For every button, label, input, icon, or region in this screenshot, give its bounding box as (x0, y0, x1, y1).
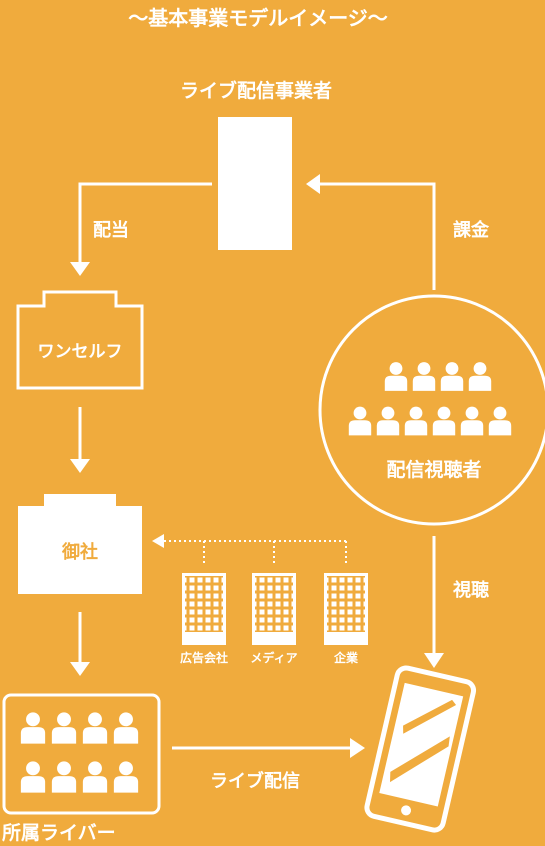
streaming-arrow (172, 738, 365, 758)
partner-label-ad-agency: 広告会社 (179, 651, 229, 665)
streaming-label: ライブ配信 (210, 771, 300, 792)
company-label: 御社 (62, 542, 98, 563)
audience-group-icon (348, 362, 512, 436)
people-group-icon (20, 712, 139, 793)
office-building-icon (182, 573, 226, 645)
allocation-arrow (70, 182, 212, 276)
partner-label-media: メディア (250, 651, 298, 665)
office-building-icon (218, 117, 292, 250)
oneself-box (16, 290, 144, 390)
oneself-to-company-arrow (70, 407, 90, 473)
smartphone-icon (364, 665, 477, 833)
company-to-livers-arrow (70, 612, 90, 676)
operator-label: ライブ配信事業者 (179, 80, 333, 102)
partner-label-enterprise: 企業 (333, 651, 359, 665)
office-building-icon (324, 573, 368, 645)
allocation-label: 配当 (93, 220, 129, 241)
billing-label: 課金 (453, 220, 489, 241)
livers-box (2, 693, 161, 815)
office-building-icon (252, 573, 296, 645)
partner-connector (164, 540, 347, 563)
livers-label: 所属ライバー (2, 822, 116, 844)
page-title: ～基本事業モデルイメージ～ (128, 6, 388, 30)
viewing-label: 視聴 (453, 580, 489, 601)
company-box (18, 494, 142, 594)
oneself-label: ワンセルフ (37, 342, 123, 362)
partner-connector-arrowhead (152, 534, 164, 548)
viewers-circle (318, 294, 545, 526)
viewing-arrow (424, 536, 444, 668)
billing-arrow (306, 174, 436, 290)
viewers-label: 配信視聴者 (386, 459, 482, 481)
